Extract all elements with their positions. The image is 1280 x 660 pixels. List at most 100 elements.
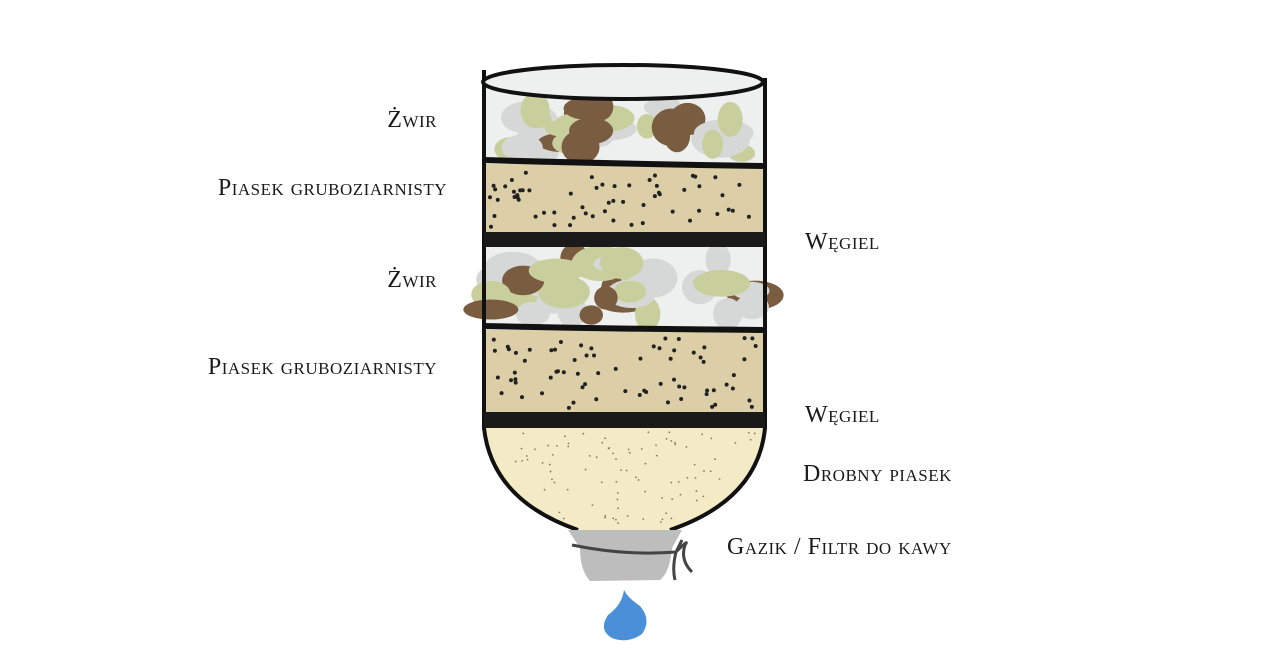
- sand-grain: [691, 350, 696, 355]
- sand-grain: [734, 442, 737, 444]
- sand-grain: [604, 516, 607, 519]
- sand-grain: [568, 223, 573, 228]
- sand-grain: [616, 492, 619, 494]
- sand-grain: [661, 496, 663, 499]
- sand-grain: [552, 223, 557, 228]
- sand-grain: [627, 183, 632, 188]
- sand-grain: [651, 344, 656, 349]
- sand-grain: [513, 377, 518, 382]
- sand-grain: [558, 511, 561, 514]
- sand-grain: [742, 357, 747, 362]
- sand-grain: [621, 199, 626, 204]
- sand-grain: [612, 184, 617, 189]
- sand-grain: [672, 348, 677, 353]
- sand-grain: [522, 358, 527, 363]
- sand-grain: [676, 337, 681, 342]
- sand-grain: [625, 469, 628, 472]
- sand-grain: [520, 447, 523, 450]
- gravel-pebbles-top: [494, 92, 756, 164]
- sand-grain: [718, 478, 721, 480]
- sand-grain: [548, 375, 553, 380]
- sand-grain: [591, 504, 594, 507]
- sand-grain: [688, 218, 693, 223]
- pebble: [702, 129, 724, 159]
- pebble: [705, 242, 731, 277]
- label-fine-sand: Drobny piasek: [803, 461, 952, 487]
- sand-grain: [571, 400, 576, 405]
- pebble: [563, 97, 610, 120]
- sand-grain: [655, 454, 658, 457]
- sand-grain: [668, 356, 673, 361]
- sand-grain: [623, 389, 628, 394]
- sand-grain: [674, 443, 677, 446]
- coarse-sand-layer-top: [484, 164, 765, 234]
- sand-grain: [747, 398, 752, 403]
- sand-grain: [551, 478, 553, 481]
- sand-grain: [637, 393, 642, 398]
- sand-grain: [594, 185, 599, 190]
- sand-grain: [616, 498, 619, 501]
- sand-grain: [589, 346, 594, 351]
- label-coarse-sand-top: Piasek gruboziarnisty: [217, 175, 447, 201]
- water-drop-icon: [603, 590, 647, 641]
- sand-grain: [709, 470, 712, 473]
- pebble: [463, 299, 519, 320]
- sand-grain: [582, 432, 585, 435]
- sand-grain: [661, 518, 664, 521]
- sand-grain: [521, 459, 524, 462]
- label-charcoal-bottom: Węgiel: [805, 402, 880, 428]
- sand-grain: [704, 392, 709, 397]
- pebble: [579, 305, 603, 325]
- sand-grain: [665, 400, 670, 405]
- sand-grains-bottom: [491, 336, 758, 410]
- sand-grain: [663, 336, 668, 341]
- sand-grain: [730, 386, 735, 391]
- sand-grain: [589, 175, 594, 180]
- sand-grain: [626, 515, 629, 518]
- sand-grain: [600, 481, 603, 484]
- sand-grain: [682, 187, 687, 192]
- sand-grain: [540, 391, 545, 396]
- sand-grain: [564, 435, 566, 438]
- sand-grain: [726, 207, 731, 212]
- label-gravel-top: Żwir: [387, 107, 437, 133]
- sand-grain: [554, 369, 559, 374]
- sand-grain: [750, 336, 755, 341]
- sand-grain: [710, 437, 713, 440]
- sand-grain: [594, 397, 599, 402]
- sand-grain: [674, 441, 676, 444]
- sand-grain: [556, 444, 558, 447]
- sand-grain: [670, 481, 673, 484]
- sand-grain: [552, 210, 557, 215]
- sand-grain: [746, 214, 751, 219]
- sand-grain: [527, 347, 532, 352]
- sand-grain: [606, 200, 611, 205]
- sand-grain: [730, 208, 735, 213]
- sand-grain: [551, 454, 554, 456]
- sand-grain: [511, 189, 516, 194]
- sand-grain: [635, 476, 637, 479]
- sand-grain: [489, 224, 494, 229]
- sand-grain: [615, 458, 617, 461]
- sand-grain: [615, 480, 618, 483]
- sand-grain: [711, 388, 716, 393]
- sand-grain: [665, 438, 668, 440]
- sand-grain: [575, 371, 580, 376]
- sand-grain: [742, 336, 747, 341]
- sand-grain: [568, 191, 573, 196]
- bottle-opening: [481, 63, 765, 101]
- sand-grain: [612, 517, 615, 520]
- sand-grain: [495, 197, 500, 202]
- sand-grain: [493, 187, 498, 192]
- sand-grain: [652, 173, 657, 178]
- sand-grain: [731, 373, 736, 378]
- sand-grain: [543, 488, 546, 491]
- gravel-pebbles-middle: [463, 242, 784, 331]
- sand-grain: [512, 370, 517, 375]
- sand-grain: [715, 212, 720, 217]
- sand-grain: [705, 388, 710, 393]
- sand-grain: [553, 347, 558, 352]
- sand-grain: [714, 458, 716, 461]
- sand-grain: [747, 431, 750, 434]
- sand-grain: [655, 444, 657, 447]
